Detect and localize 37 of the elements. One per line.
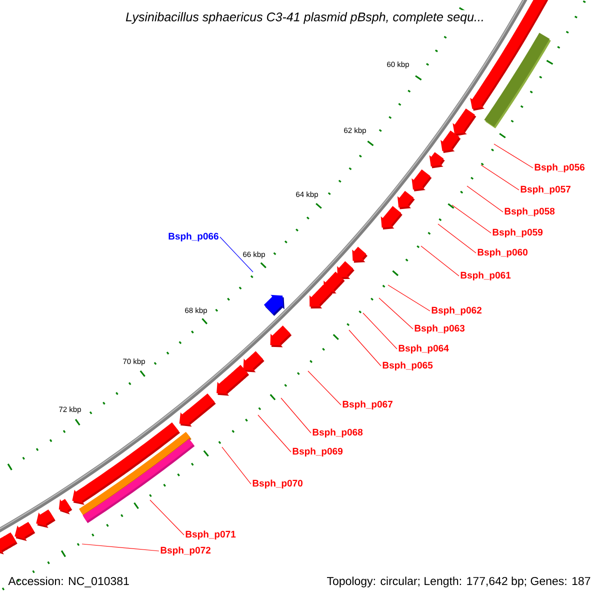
leader-line <box>150 500 184 536</box>
title: Lysinibacillus sphaericus C3-41 plasmid pBsph, complete sequ... <box>124 10 486 26</box>
leader-line <box>388 284 430 312</box>
leader-line <box>82 544 160 552</box>
gene-label: Bsph_p063 <box>414 324 465 334</box>
gene-label: Bsph_p072 <box>160 546 210 556</box>
gene-label: Bsph_p061 <box>460 272 511 280</box>
leader-line <box>378 298 414 330</box>
leader-line <box>362 312 398 350</box>
gene-label: Bsph_p059 <box>492 228 543 238</box>
leader-line <box>466 186 504 212</box>
leader-line <box>258 414 292 452</box>
gene-label: Bsph_p060 <box>478 248 528 258</box>
gene-label: Bsph_p068 <box>312 428 363 438</box>
leader-line <box>280 398 312 434</box>
gene-label: Bsph_p067 <box>342 400 392 410</box>
gene-label: Bsph_p064 <box>398 344 449 354</box>
gene-label: Bsph_p071 <box>186 530 236 540</box>
leader-line <box>438 224 476 254</box>
gene-label: Bsph_p070 <box>252 480 302 488</box>
gene-label: Bsph_p057 <box>520 186 570 194</box>
gene-label: Bsph_p056 <box>534 164 585 172</box>
gene-label: Bsph_p069 <box>292 448 343 456</box>
leader-line <box>348 330 382 366</box>
leader-line <box>420 246 460 276</box>
gene-label: Bsph_p065 <box>382 362 433 370</box>
gene-label: Bsph_p062 <box>432 306 482 316</box>
gene-label: Bsph_p058 <box>504 208 555 216</box>
leader-line <box>480 164 520 190</box>
leader-line <box>494 144 534 168</box>
leader-line <box>220 236 254 272</box>
leader-line <box>308 370 342 406</box>
accession-text: Accession: NC_010381 <box>8 576 129 588</box>
gene-label: Bsph_p066 <box>168 232 218 242</box>
summary-text: Topology: circular; Length: 177,642 bp; Genes: 187 <box>327 576 590 588</box>
leader-line <box>222 446 252 484</box>
leader-line <box>452 204 492 234</box>
